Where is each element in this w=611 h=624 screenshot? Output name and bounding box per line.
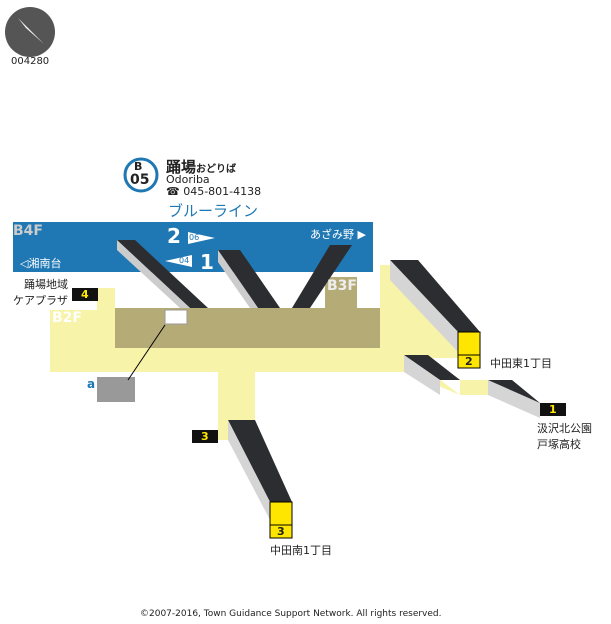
platform-area <box>115 308 380 348</box>
exit-1-label: 汲沢北公園戸塚高校 <box>537 422 592 451</box>
line-code: B <box>134 160 143 173</box>
line-band <box>13 222 373 272</box>
exit-3-elevator: 3 <box>277 525 285 538</box>
concourse <box>50 265 488 440</box>
stairs <box>292 245 352 308</box>
elevator-icon <box>269 501 293 539</box>
station-number: 05 <box>130 172 150 188</box>
compass-icon <box>5 7 55 57</box>
line-name: ブルーライン <box>168 202 259 220</box>
track-1: 1 <box>200 250 214 274</box>
stairs <box>390 260 480 332</box>
floor-b2f: B2F <box>52 310 82 326</box>
exit-1: 1 <box>549 403 557 416</box>
facility-a-label: a <box>87 377 96 391</box>
track-2: 2 <box>167 224 181 248</box>
track-2-code: 06 <box>189 233 200 242</box>
exit-4-box <box>72 288 98 301</box>
exit-2: 2 <box>465 355 473 368</box>
station-name: 踊場おどりば <box>166 158 237 176</box>
exit-3-label: 中田南1丁目 <box>270 544 332 557</box>
direction-right: あざみ野 ▶ <box>310 228 366 241</box>
exit-4-label: 踊場地域ケアプラザ <box>13 278 68 307</box>
floor-b3f: B3F <box>327 278 357 294</box>
facility-a-area <box>97 377 135 402</box>
phone: ☎ 045-801-4138 <box>166 185 262 198</box>
b3f-area <box>325 277 357 308</box>
stairs <box>117 240 208 308</box>
station-number-badge <box>123 157 159 193</box>
copyright: ©2007-2016, Town Guidance Support Networ… <box>140 609 442 619</box>
stairs <box>228 420 292 502</box>
floor-b4f: B4F <box>13 223 43 239</box>
exit-3: 3 <box>201 430 209 443</box>
direction-left: ◁湘南台 <box>20 257 62 270</box>
map-code: 004280 <box>11 56 50 67</box>
stairs <box>218 250 280 308</box>
phone-icon: ☎ <box>166 185 184 198</box>
elevator-icon <box>457 331 481 369</box>
exit-4: 4 <box>81 288 89 301</box>
exit-2-label: 中田東1丁目 <box>490 357 552 370</box>
restroom-icon <box>164 309 188 325</box>
station-name-en: Odoriba <box>166 173 210 186</box>
track-1-code: 04 <box>179 256 190 265</box>
